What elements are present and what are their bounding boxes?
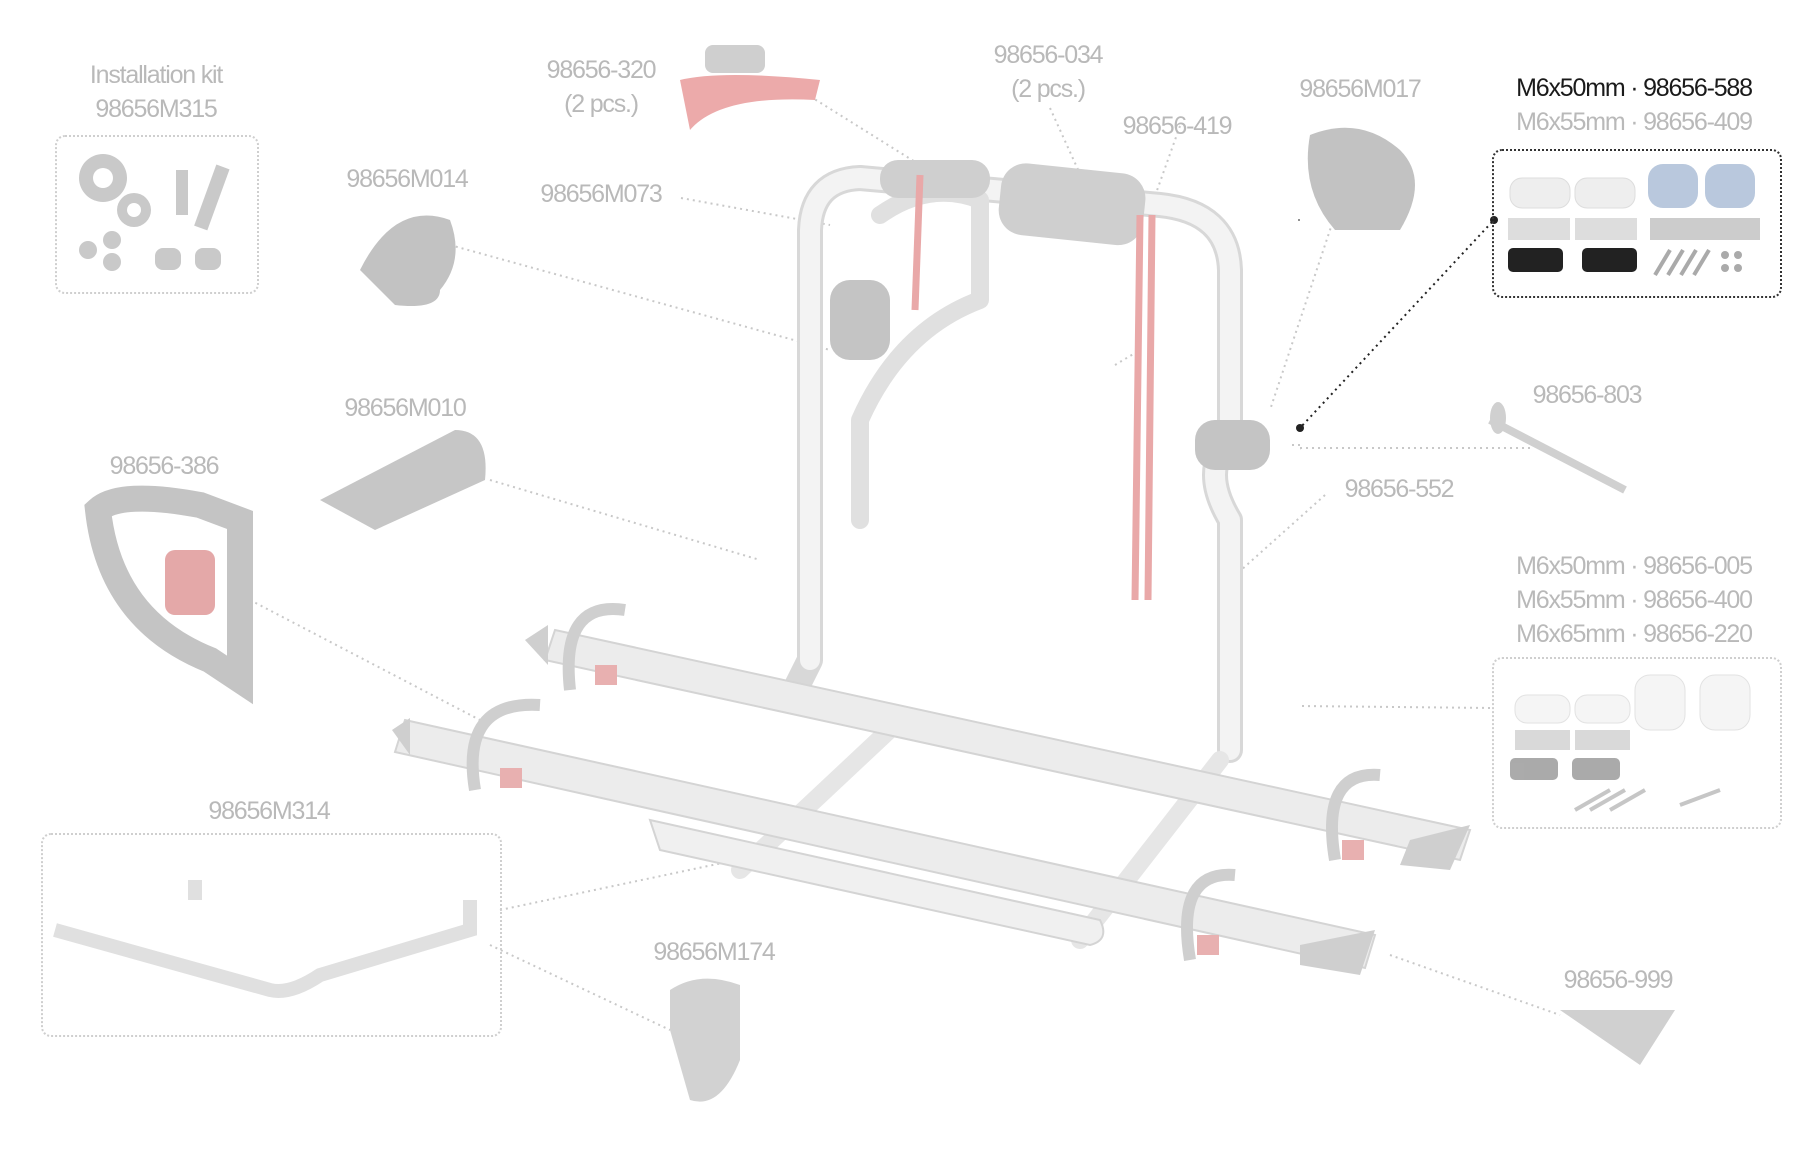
label-bottom-kit-line3[interactable]: M6x65mm · 98656-220: [1516, 620, 1753, 648]
label-knob-top[interactable]: 98656M017: [1299, 75, 1421, 103]
label-strap-qty: (2 pcs.): [564, 90, 639, 118]
wheel-holder-010: [320, 430, 486, 530]
label-end-cap[interactable]: 98656-999: [1563, 966, 1674, 994]
label-padding-number[interactable]: 98656-034: [993, 41, 1104, 69]
knob-017: [1307, 127, 1415, 230]
frame-strap-386: [84, 485, 253, 705]
strap-320: [680, 75, 820, 130]
label-red-strap[interactable]: 98656-419: [1122, 112, 1233, 140]
bolt-803: [1488, 416, 1627, 494]
label-clamp[interactable]: 98656M174: [653, 938, 775, 966]
label-strap-number[interactable]: 98656-320: [546, 56, 657, 84]
top-kit-parts: [1508, 164, 1760, 277]
wheel-straps: [466, 603, 1381, 961]
bracket-box: [41, 833, 502, 1037]
label-top-kit-line2[interactable]: M6x55mm · 98656-409: [1516, 108, 1753, 136]
label-upright[interactable]: 98656-552: [1344, 475, 1455, 503]
label-frame[interactable]: 98656M073: [540, 180, 662, 208]
label-installation-kit: Installation kit: [89, 61, 223, 89]
padding-left: [880, 160, 990, 198]
end-cap-999: [1560, 1010, 1675, 1065]
label-bracket[interactable]: 98656M314: [208, 797, 330, 825]
label-bottom-kit-line1[interactable]: M6x50mm · 98656-005: [1516, 552, 1753, 580]
label-top-kit-line1[interactable]: M6x50mm · 98656-588: [1516, 74, 1753, 102]
red-strap: [1131, 214, 1156, 601]
installation-kit-icons: [79, 154, 230, 271]
clamp-174: [670, 978, 740, 1102]
label-installation-kit-number[interactable]: 98656M315: [95, 95, 217, 123]
top-kit-box: [1492, 149, 1782, 298]
knob-014: [360, 215, 456, 306]
label-wheel-holder[interactable]: 98656M010: [344, 394, 466, 422]
padding-right: [998, 163, 1146, 246]
installation-kit-box: [55, 135, 259, 294]
frame-knob: [830, 280, 890, 360]
label-bolt[interactable]: 98656-803: [1532, 381, 1643, 409]
label-frame-strap[interactable]: 98656-386: [109, 452, 220, 480]
label-knob-left[interactable]: 98656M014: [346, 165, 468, 193]
bottom-kit-parts: [1510, 674, 1751, 812]
label-bottom-kit-line2[interactable]: M6x55mm · 98656-400: [1516, 586, 1753, 614]
rails: [392, 625, 1472, 975]
bottom-kit-box: [1492, 657, 1782, 829]
label-padding-qty: (2 pcs.): [1011, 75, 1086, 103]
bracket-314: [53, 880, 477, 998]
highlight-leader: [1299, 221, 1493, 429]
